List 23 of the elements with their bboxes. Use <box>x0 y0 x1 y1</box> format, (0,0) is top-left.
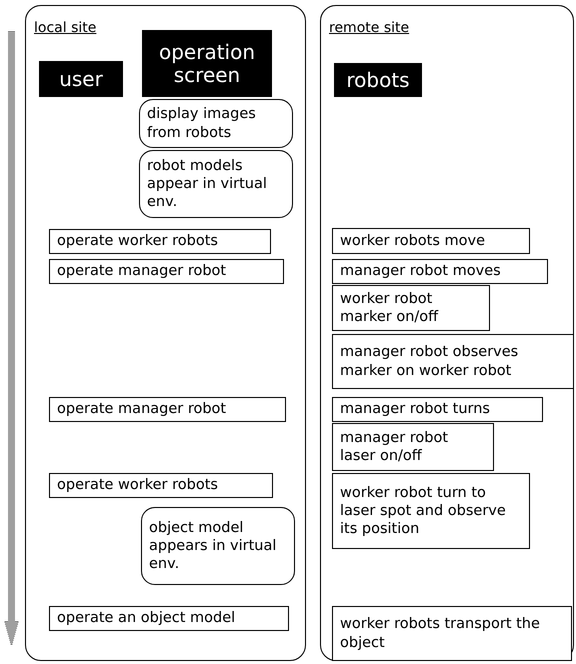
step-box: worker robots transport the object <box>332 606 572 661</box>
step-box: manager robot turns <box>332 397 543 422</box>
actor-label: robots <box>334 63 422 97</box>
step-box: operate manager robot <box>49 397 286 422</box>
step-box: worker robots move <box>332 228 530 254</box>
screen-event-box: robot models appear in virtual env. <box>139 150 293 218</box>
step-box: operate manager robot <box>49 259 284 284</box>
step-box: manager robot observes marker on worker robot <box>332 334 574 389</box>
step-box: manager robot laser on/off <box>332 423 494 471</box>
site-panel <box>25 5 306 661</box>
actor-label: operation screen <box>142 30 272 97</box>
screen-event-box: object model appears in virtual env. <box>141 507 295 585</box>
step-box: worker robot turn to laser spot and observe its position <box>332 473 530 549</box>
step-box: operate an object model <box>49 606 289 631</box>
panel-heading: local site <box>34 20 96 36</box>
actor-label: user <box>39 61 123 97</box>
step-box: worker robot marker on/off <box>332 285 490 331</box>
site-panel <box>320 5 574 661</box>
step-box: operate worker robots <box>49 229 271 254</box>
panel-heading: remote site <box>329 20 410 36</box>
screen-event-box: display images from robots <box>139 99 293 148</box>
step-box: manager robot moves <box>332 259 548 284</box>
step-box: operate worker robots <box>49 473 273 498</box>
